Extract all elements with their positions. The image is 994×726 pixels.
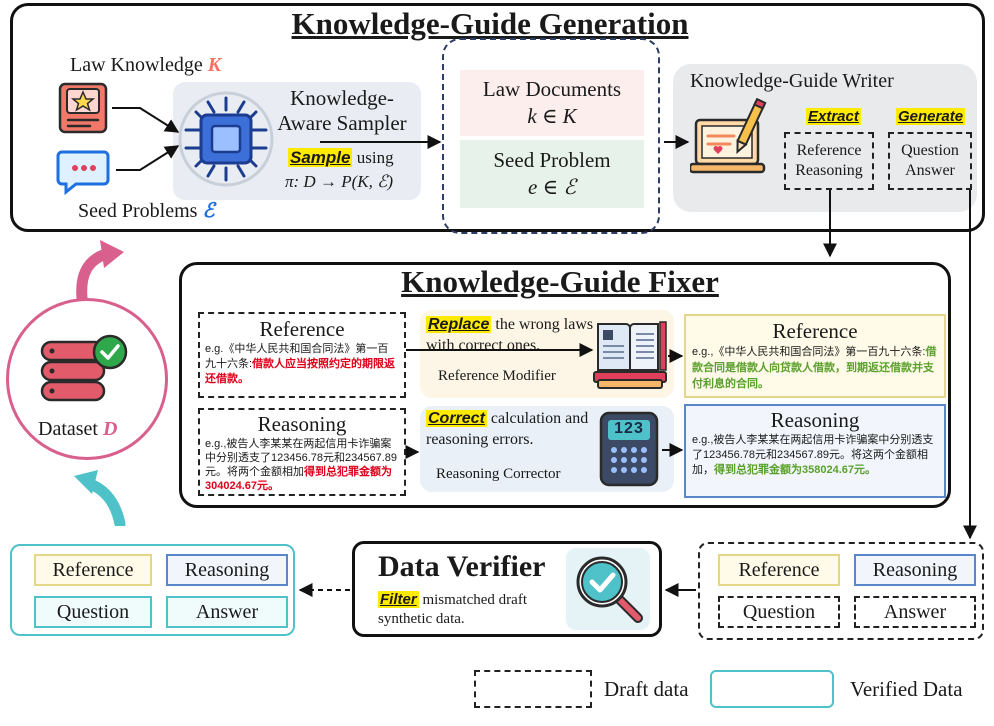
draft-reasoning-chip: Reasoning <box>854 554 976 586</box>
extract-label: Extract <box>806 108 861 125</box>
fixed-reasoning-box: Reasoning e.g.,被告人李某某在两起信用卡诈骗案中分别透支了1234… <box>684 404 946 498</box>
draft-answer-chip: Answer <box>854 596 976 628</box>
verified-reference-chip: Reference <box>34 554 152 586</box>
legend-draft-label: Draft data <box>604 677 689 701</box>
draft-question-chip: Question <box>718 596 840 628</box>
dataset-label: Dataset D <box>38 418 118 440</box>
legend-verified-swatch <box>710 670 834 708</box>
replace-instruction: Replace the wrong laws with correct ones… <box>426 316 594 354</box>
magnifier-check-icon <box>570 550 648 628</box>
fixer-panel <box>179 262 951 508</box>
policy-formula: π: D → P(K, ℰ) <box>285 172 394 191</box>
draft-reference-box: Reference e.g.《中华人民共和国合同法》第一百九十六条:借款人应当按… <box>198 312 406 398</box>
calculator-display: 123 <box>614 420 644 437</box>
teal-curved-arrow <box>64 460 134 530</box>
generation-title: Knowledge-Guide Generation <box>291 6 689 41</box>
reference-reasoning-draft: Reference Reasoning <box>784 132 874 190</box>
law-knowledge-label: Law Knowledge K <box>70 54 222 76</box>
fixer-title: Knowledge-Guide Fixer <box>401 264 719 299</box>
reference-modifier-label: Reference Modifier <box>438 368 556 384</box>
pink-curved-arrow <box>66 238 136 304</box>
law-documents-box: Law Documents k ∈ K <box>460 70 644 136</box>
generate-label: Generate <box>896 108 966 125</box>
sampler-title: Knowledge- Aware Sampler <box>277 86 407 135</box>
verifier-title: Data Verifier <box>378 550 546 583</box>
law-document-icon <box>58 82 110 134</box>
chip-icon <box>172 86 280 192</box>
seed-problems-label: Seed Problems ℰ <box>78 200 215 222</box>
question-answer-draft: Question Answer <box>888 132 972 190</box>
fixed-reference-box: Reference e.g.,《中华人民共和国合同法》第一百九十六条:借款合同是… <box>684 314 946 398</box>
verified-answer-chip: Answer <box>166 596 288 628</box>
database-icon <box>38 332 134 412</box>
chat-bubble-icon <box>56 146 114 196</box>
reasoning-corrector-label: Reasoning Corrector <box>436 466 561 482</box>
legend-draft-swatch <box>474 670 592 708</box>
filter-instruction: Filter mismatched draft synthetic data. <box>378 591 527 627</box>
sampled-items-group <box>442 38 660 234</box>
verified-reasoning-chip: Reasoning <box>166 554 288 586</box>
calculator-icon <box>598 410 660 488</box>
sample-instruction: Sample using <box>288 148 394 167</box>
verifier-panel <box>352 541 662 637</box>
legend-verified-label: Verified Data <box>850 677 963 701</box>
writing-laptop-icon <box>688 97 774 184</box>
draft-output-box <box>698 542 984 640</box>
seed-problem-box: Seed Problem e ∈ ℰ <box>460 140 644 208</box>
generation-panel <box>10 3 985 232</box>
verified-question-chip: Question <box>34 596 152 628</box>
draft-reasoning-box: Reasoning e.g.,被告人李某某在两起信用卡诈骗案中分别透支了1234… <box>198 408 406 496</box>
writer-title: Knowledge-Guide Writer <box>690 70 894 92</box>
verified-output-box <box>10 544 295 636</box>
correct-instruction: Correct calculation and reasoning errors… <box>426 410 589 448</box>
book-icon <box>590 316 670 392</box>
draft-reference-chip: Reference <box>718 554 840 586</box>
